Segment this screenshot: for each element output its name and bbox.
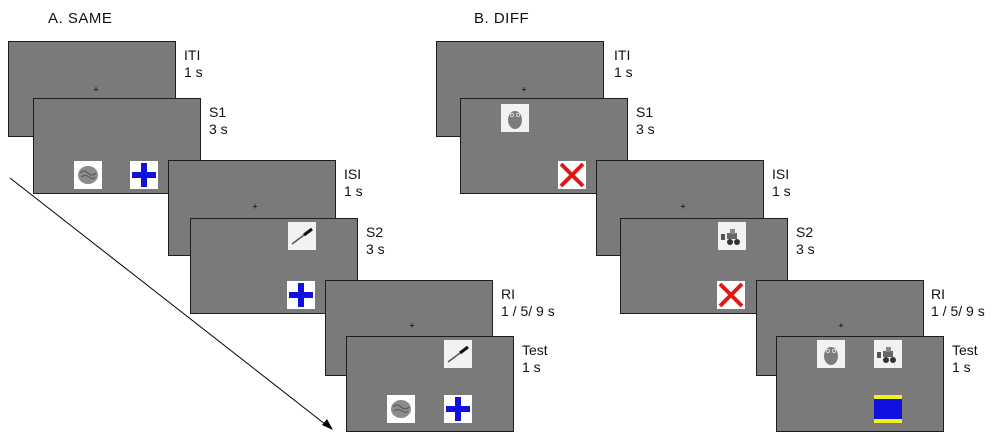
label-a-iti: ITI 1 s bbox=[184, 47, 203, 81]
label-b-s2-time: 3 s bbox=[796, 241, 815, 257]
blue-cross-icon bbox=[130, 161, 158, 189]
label-a-test: Test 1 s bbox=[522, 342, 548, 376]
label-b-s1-time: 3 s bbox=[636, 121, 655, 137]
screwdriver-image-icon bbox=[444, 340, 472, 368]
label-a-isi-time: 1 s bbox=[344, 183, 363, 199]
label-a-test-name: Test bbox=[522, 342, 548, 358]
blue-cross-icon bbox=[287, 281, 315, 309]
screen-b-test bbox=[776, 336, 944, 432]
owl-image-icon bbox=[817, 340, 845, 368]
blue-cross-icon bbox=[444, 395, 472, 423]
label-a-ri-time: 1 / 5/ 9 s bbox=[501, 303, 555, 319]
label-b-isi-time: 1 s bbox=[772, 183, 791, 199]
panel-a-title: A. SAME bbox=[48, 10, 113, 27]
label-b-s1-name: S1 bbox=[636, 104, 654, 120]
label-a-s2-time: 3 s bbox=[366, 241, 385, 257]
label-b-iti: ITI 1 s bbox=[614, 47, 633, 81]
screwdriver-image-icon bbox=[288, 222, 316, 250]
owl-image-icon bbox=[501, 104, 529, 132]
red-x-icon bbox=[717, 281, 745, 309]
fixation-cross: + bbox=[521, 84, 527, 95]
fixation-cross: + bbox=[252, 201, 258, 212]
label-a-test-time: 1 s bbox=[522, 359, 541, 375]
label-b-test-time: 1 s bbox=[952, 359, 971, 375]
fixation-cross: + bbox=[680, 201, 686, 212]
brain-image-icon bbox=[74, 161, 102, 189]
bulldozer-image-icon bbox=[874, 340, 902, 368]
bulldozer-image-icon bbox=[718, 222, 746, 250]
label-a-s2: S2 3 s bbox=[366, 224, 385, 258]
label-a-isi-name: ISI bbox=[344, 166, 362, 182]
label-a-iti-name: ITI bbox=[184, 47, 201, 63]
brain-image-icon bbox=[387, 395, 415, 423]
label-b-s2-name: S2 bbox=[796, 224, 814, 240]
label-b-ri-name: RI bbox=[931, 286, 945, 302]
label-b-test: Test 1 s bbox=[952, 342, 978, 376]
red-x-icon bbox=[558, 161, 586, 189]
label-b-s2: S2 3 s bbox=[796, 224, 815, 258]
label-b-ri: RI 1 / 5/ 9 s bbox=[931, 286, 985, 320]
fixation-cross: + bbox=[409, 320, 415, 331]
screen-a-test bbox=[346, 336, 514, 432]
label-a-s1-name: S1 bbox=[209, 104, 227, 120]
blue-yellow-square-icon bbox=[874, 395, 902, 423]
screen-b-s2 bbox=[620, 218, 788, 314]
screen-b-s1 bbox=[460, 98, 628, 194]
label-a-s1-time: 3 s bbox=[209, 121, 228, 137]
label-b-iti-time: 1 s bbox=[614, 64, 633, 80]
label-b-test-name: Test bbox=[952, 342, 978, 358]
label-a-ri: RI 1 / 5/ 9 s bbox=[501, 286, 555, 320]
label-b-isi-name: ISI bbox=[772, 166, 790, 182]
label-a-isi: ISI 1 s bbox=[344, 166, 363, 200]
label-b-iti-name: ITI bbox=[614, 47, 631, 63]
label-b-isi: ISI 1 s bbox=[772, 166, 791, 200]
label-a-s1: S1 3 s bbox=[209, 104, 228, 138]
label-a-ri-name: RI bbox=[501, 286, 515, 302]
fixation-cross: + bbox=[93, 84, 99, 95]
label-a-s2-name: S2 bbox=[366, 224, 384, 240]
label-b-ri-time: 1 / 5/ 9 s bbox=[931, 303, 985, 319]
label-a-iti-time: 1 s bbox=[184, 64, 203, 80]
label-b-s1: S1 3 s bbox=[636, 104, 655, 138]
fixation-cross: + bbox=[838, 320, 844, 331]
panel-b-title: B. DIFF bbox=[474, 10, 530, 27]
